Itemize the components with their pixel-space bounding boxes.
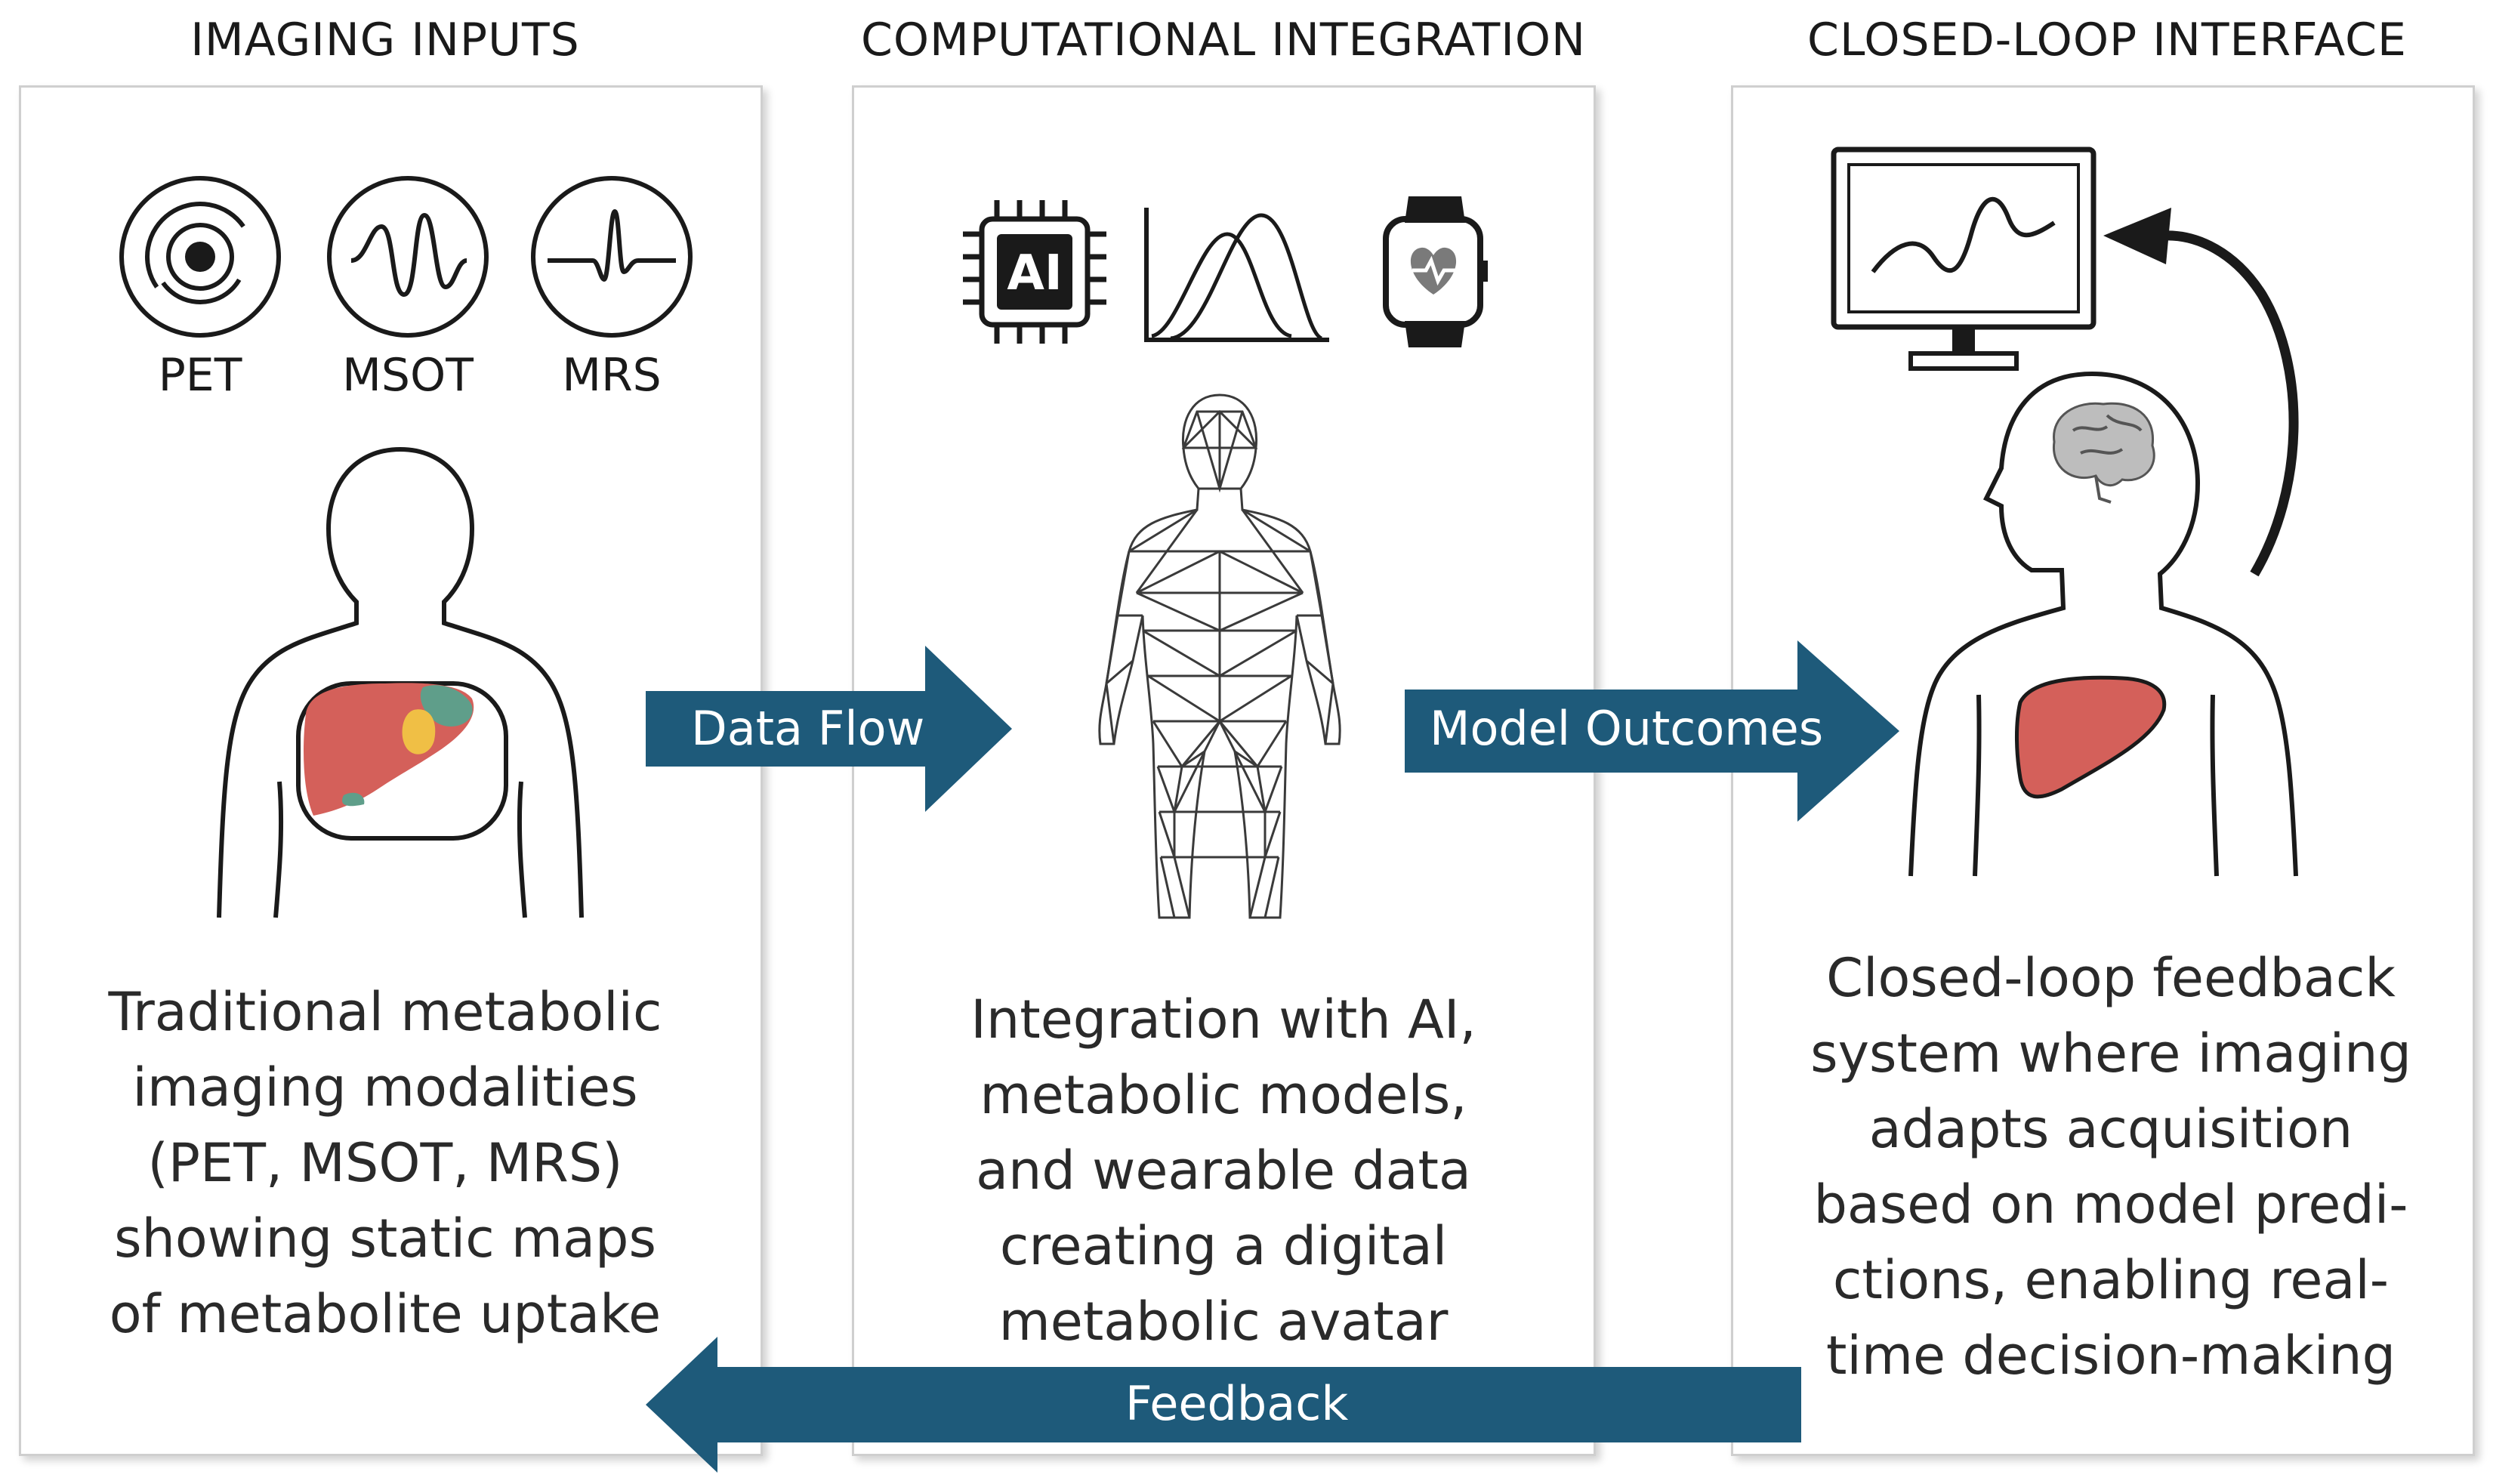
heading-imaging-inputs: IMAGING INPUTS <box>190 14 580 66</box>
heading-closed-loop-interface: CLOSED-LOOP INTERFACE <box>1807 14 2407 66</box>
distribution-curves-icon <box>1144 208 1329 342</box>
feedback-curved-arrow <box>2103 208 2299 577</box>
model-outcomes-arrow <box>1405 640 1899 822</box>
model-outcomes-label: Model Outcomes <box>1430 701 1824 756</box>
description-imaging-inputs: Traditional metabolic imaging modalities… <box>108 981 662 1345</box>
description-computational-integration: Integration with AI, metabolic models, a… <box>970 989 1476 1353</box>
msot-icon <box>327 176 489 338</box>
panel-closed-loop-interface <box>1731 85 2475 1456</box>
heading-computational-integration: COMPUTATIONAL INTEGRATION <box>860 14 1587 66</box>
monitor-icon <box>1831 147 2097 371</box>
pet-icon <box>119 176 281 338</box>
smartwatch-heart-icon <box>1383 196 1488 347</box>
modality-label-pet: PET <box>158 349 242 402</box>
ai-chip-icon: AI <box>963 200 1106 344</box>
ai-chip-label: AI <box>1007 245 1062 301</box>
modality-label-mrs: MRS <box>562 349 662 402</box>
mrs-icon <box>531 176 693 338</box>
digital-avatar-mesh <box>1098 393 1341 919</box>
feedback-label: Feedback <box>1125 1376 1349 1431</box>
feedback-arrow <box>646 1337 1801 1473</box>
modality-label-msot: MSOT <box>342 349 474 402</box>
description-closed-loop-interface: Closed-loop feedback system where imagin… <box>1810 947 2411 1387</box>
torso-liver-illustration <box>217 447 584 918</box>
data-flow-arrow <box>646 646 1012 812</box>
data-flow-label: Data Flow <box>691 701 925 756</box>
patient-with-brain-liver-illustration <box>1908 372 2298 877</box>
